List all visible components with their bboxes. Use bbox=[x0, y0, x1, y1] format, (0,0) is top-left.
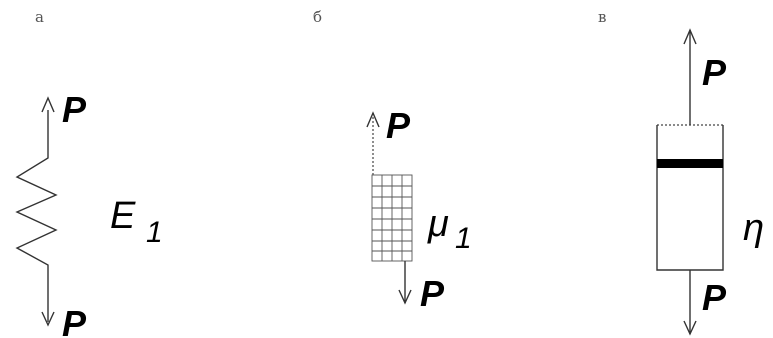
top-force-arrow bbox=[366, 111, 380, 175]
spring-zigzag bbox=[15, 110, 58, 322]
friction-coefficient-subscript: 1 bbox=[455, 222, 472, 255]
top-force-arrow bbox=[683, 28, 697, 125]
top-force-arrow bbox=[41, 96, 55, 113]
friction-element bbox=[371, 174, 413, 262]
bottom-force-arrow bbox=[683, 270, 697, 336]
arrow-head-down bbox=[683, 320, 697, 336]
dashpot-cylinder bbox=[656, 125, 724, 271]
panel-c-label: в bbox=[598, 8, 606, 26]
arrow-head-up bbox=[41, 96, 55, 113]
spring-element bbox=[15, 110, 58, 322]
dashpot-piston bbox=[657, 159, 723, 168]
arrow-head-up bbox=[366, 111, 380, 128]
viscosity-label: η bbox=[743, 207, 764, 249]
panel-b: б P P μ 1 bbox=[313, 8, 472, 314]
force-label-bottom: P bbox=[62, 303, 87, 338]
elastic-modulus-label: E bbox=[110, 195, 136, 237]
force-label-bottom: P bbox=[702, 277, 727, 318]
force-label-top: P bbox=[62, 89, 87, 130]
elastic-modulus-subscript: 1 bbox=[146, 216, 163, 249]
bottom-force-arrow bbox=[41, 311, 55, 327]
panel-b-label: б bbox=[313, 8, 322, 26]
bottom-force-arrow bbox=[398, 261, 412, 305]
arrow-head-down bbox=[398, 289, 412, 305]
force-label-bottom: P bbox=[420, 273, 445, 314]
force-label-top: P bbox=[386, 105, 411, 146]
arrow-head-up bbox=[683, 28, 697, 45]
arrow-head-down bbox=[41, 311, 55, 327]
force-label-top: P bbox=[702, 52, 727, 93]
panel-a-label: а bbox=[35, 8, 44, 26]
dashpot-element bbox=[656, 124, 724, 271]
panel-c: в P P η bbox=[598, 8, 764, 336]
panel-a: а P P E 1 bbox=[15, 8, 163, 338]
friction-coefficient-label: μ bbox=[427, 203, 449, 245]
